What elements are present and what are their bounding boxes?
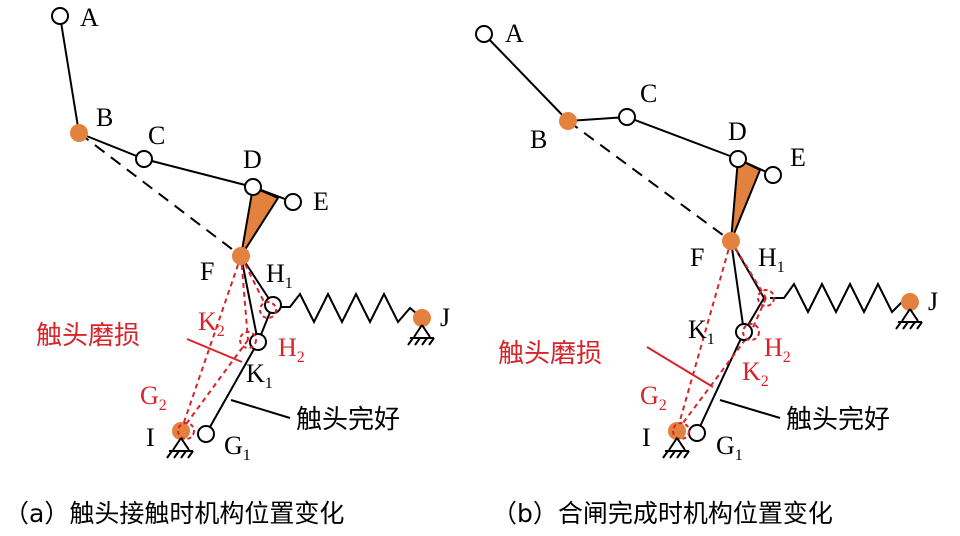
pivot-i — [668, 422, 686, 440]
label-i: I — [642, 423, 651, 452]
label-c: C — [640, 79, 657, 108]
dashed-b-f — [78, 132, 242, 257]
worn-link-k2-g2 — [676, 331, 752, 432]
annotation-good-a: 触头完好 — [296, 405, 400, 435]
joint-g1 — [197, 425, 215, 443]
worn-joint-k2 — [742, 323, 760, 341]
ground-symbol-j — [407, 324, 435, 346]
caption-b: （b）合闸完成时机构位置变化 — [492, 499, 833, 528]
pivot-f — [722, 232, 740, 250]
label-f: F — [690, 243, 704, 272]
worn-link-f-h2 — [240, 255, 269, 311]
label-d: D — [728, 117, 747, 146]
worn-link-f-h2 — [730, 240, 767, 299]
label-a: A — [80, 3, 99, 32]
link-c-d — [626, 116, 739, 160]
label-g1: G1 — [716, 431, 743, 464]
ground-symbol-i — [166, 437, 194, 459]
pivot-f — [232, 247, 250, 265]
link-f-h1 — [240, 255, 274, 306]
joint-c — [135, 150, 153, 168]
worn-joint-h2 — [757, 289, 775, 307]
joint-a — [475, 25, 493, 43]
ground-symbol-j — [895, 308, 923, 330]
label-i: I — [146, 423, 155, 452]
caption-a: （a）触头接触时机构位置变化 — [4, 499, 344, 528]
annotation-worn-b: 触头磨损 — [498, 339, 602, 369]
worn-joint-h2 — [259, 301, 277, 319]
label-j: J — [440, 303, 450, 332]
panel-b: A B C D E F H1 J K1 G1 I H2 K2 G2 触头磨损 触… — [475, 19, 938, 464]
joint-e — [284, 193, 302, 211]
label-a: A — [505, 19, 524, 48]
annotation-line-worn-a — [186, 338, 243, 363]
joint-d — [729, 150, 747, 168]
triangle-def — [730, 157, 762, 242]
annotation-worn-a: 触头磨损 — [36, 321, 140, 351]
worn-link-h2-k2 — [750, 297, 767, 333]
label-b: B — [530, 125, 547, 154]
joint-c — [618, 108, 636, 126]
label-k2: K2 — [742, 357, 769, 390]
link-a-b — [59, 15, 80, 134]
label-k2: K2 — [198, 307, 225, 340]
joint-a — [51, 7, 69, 25]
label-k1: K1 — [688, 315, 715, 348]
label-g2: G2 — [640, 381, 667, 414]
link-k1-g1 — [205, 341, 259, 435]
label-b: B — [96, 103, 113, 132]
label-f: F — [200, 257, 214, 286]
joint-g1 — [688, 424, 706, 442]
label-d: D — [243, 145, 262, 174]
pivot-j — [901, 293, 919, 311]
pivot-i — [172, 422, 190, 440]
worn-joint-g2 — [672, 422, 690, 440]
link-k1-g1 — [696, 331, 745, 434]
label-g1: G1 — [224, 431, 251, 464]
label-e: E — [313, 187, 329, 216]
joint-k1 — [249, 333, 267, 351]
label-h1: H1 — [758, 243, 785, 276]
annotation-line-good-a — [230, 399, 291, 419]
worn-link-k2-g2 — [180, 339, 249, 432]
link-a-b — [483, 33, 569, 122]
label-e: E — [790, 143, 806, 172]
worn-joint-g2 — [177, 422, 195, 440]
link-b-c — [567, 116, 628, 122]
label-h1: H1 — [266, 259, 293, 292]
pivot-j — [413, 309, 431, 327]
joint-d — [244, 178, 262, 196]
ground-symbol-i — [662, 437, 690, 459]
link-c-d — [143, 158, 254, 188]
label-h2: H2 — [278, 333, 305, 366]
link-b-c — [78, 132, 145, 160]
label-k1: K1 — [246, 359, 273, 392]
spring-h1-j — [770, 281, 910, 315]
annotation-good-b: 触头完好 — [786, 405, 890, 435]
pivot-b — [559, 112, 577, 130]
worn-joint-k2 — [239, 331, 257, 349]
label-j: J — [928, 287, 938, 316]
joint-e — [764, 166, 782, 184]
pivot-b — [70, 124, 88, 142]
worn-link-f-g2 — [180, 255, 242, 432]
panel-a: A B C D E F H1 J K1 G1 I K2 H2 G2 触头磨损 触… — [36, 3, 450, 464]
label-g2: G2 — [140, 381, 167, 414]
link-f-k1 — [240, 255, 259, 343]
triangle-def — [240, 185, 280, 257]
spring-h1-j — [278, 291, 423, 325]
label-c: C — [148, 121, 165, 150]
annotation-line-good-b — [719, 399, 781, 419]
link-f-k1 — [730, 240, 745, 333]
annotation-line-worn-b — [646, 346, 714, 388]
dashed-b-f — [567, 120, 732, 242]
label-h2: H2 — [764, 333, 791, 366]
worn-link-f-g2 — [676, 240, 732, 432]
